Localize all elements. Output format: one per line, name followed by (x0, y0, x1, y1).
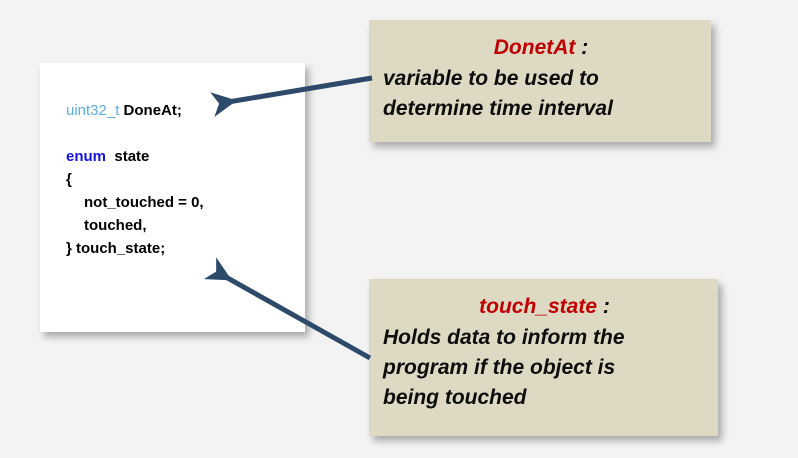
enum-name: state (106, 148, 150, 165)
keyword-token-enum: enum (66, 148, 107, 165)
callout-touch-state-title: touch_state : (383, 293, 706, 320)
code-line-close-brace: } touch_state; (66, 240, 166, 257)
code-line-enumerator-touched: touched, (84, 217, 147, 234)
callout-doneat-title-text: DonetAt (493, 36, 576, 59)
callout-doneat-title-colon: : (575, 36, 589, 59)
code-panel: uint32_t DoneAt; enum state { not_touche… (40, 63, 305, 332)
code-line-open-brace: { (66, 171, 72, 188)
callout-touch-state-title-colon: : (597, 295, 610, 318)
callout-doneat: DonetAt : variable to be used to determi… (369, 20, 711, 142)
callout-doneat-line-1: variable to be used to (383, 67, 599, 90)
type-token-uint32t: uint32_t (66, 102, 120, 119)
declaration-rest: DoneAt; (119, 102, 182, 119)
callout-touch-state-title-text: touch_state (479, 295, 598, 318)
code-line-enum-head: enum state (66, 145, 299, 168)
callout-doneat-line-2: determine time interval (383, 97, 613, 120)
callout-doneat-title: DonetAt : (383, 34, 699, 61)
callout-touch-state: touch_state : Holds data to inform the p… (369, 279, 718, 436)
callout-touch-state-line-1: Holds data to inform the (383, 326, 625, 349)
code-line-declaration: uint32_t DoneAt; (66, 99, 299, 122)
callout-touch-state-line-3: being touched (383, 386, 527, 409)
code-line-blank (66, 122, 299, 145)
callout-touch-state-line-2: program if the object is (383, 356, 616, 379)
code-listing: uint32_t DoneAt; enum state { not_touche… (66, 99, 299, 260)
code-line-enumerator-not-touched: not_touched = 0, (84, 194, 204, 211)
